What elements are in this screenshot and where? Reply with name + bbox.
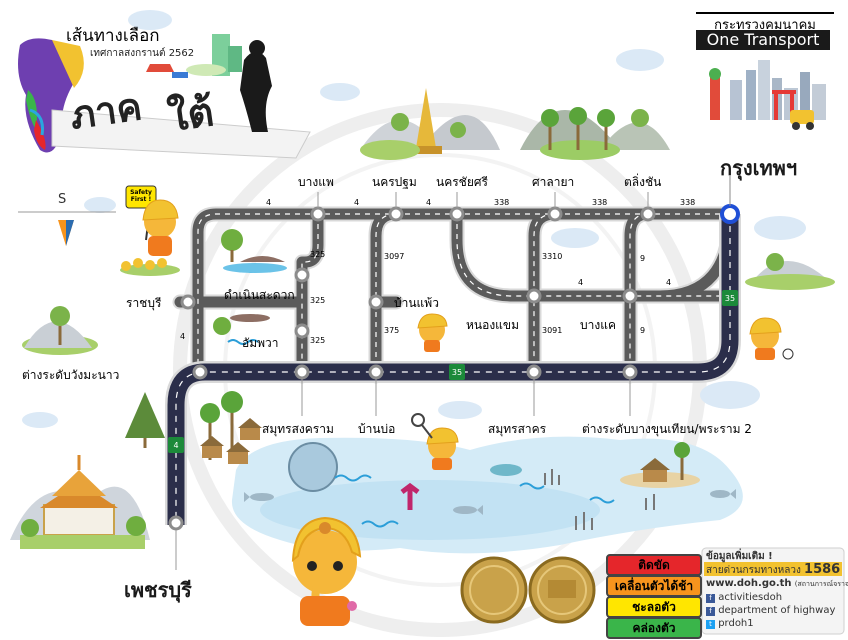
legend-smooth: คล่องตัว <box>606 617 702 639</box>
route-338-c: 338 <box>680 198 696 207</box>
title-small: เส้นทางเลือก <box>66 26 160 46</box>
place-samut-sakhon: สมุทรสาคร <box>488 422 547 436</box>
coins <box>460 556 596 624</box>
legend-moderate: ชะลอตัว <box>606 596 702 618</box>
fish <box>244 489 736 515</box>
route-325-c: 325 <box>310 336 326 345</box>
route-338-b: 338 <box>592 198 608 207</box>
seaweed <box>544 469 655 530</box>
legend-jam: ติดขัด <box>606 554 702 576</box>
scenery-left <box>22 258 180 448</box>
facebook-link-2[interactable]: department of highway <box>718 605 836 616</box>
title-art <box>18 34 311 159</box>
fish-big <box>490 464 522 476</box>
facebook-icon: f <box>706 607 715 616</box>
scenery-right <box>620 253 835 488</box>
scenery-samut-songkhram <box>200 391 262 464</box>
route-9-b: 9 <box>640 326 646 335</box>
hotline-number: 1586 <box>804 562 841 577</box>
title-big-2: ใต้ <box>165 89 217 141</box>
place-nong-khaem: หนองแขม <box>466 318 520 332</box>
mascot-main <box>291 516 362 626</box>
place-phetchaburi: เพชรบุรี <box>124 578 192 602</box>
temple-scene <box>10 455 150 549</box>
route-338-a: 338 <box>494 198 510 207</box>
website-link[interactable]: www.doh.go.th <box>706 578 792 589</box>
compass-label: S <box>58 192 67 207</box>
place-nakhon-chai-si: นครชัยศรี <box>436 175 488 189</box>
route-3310: 3310 <box>542 252 563 261</box>
route-35-a: 35 <box>451 368 463 377</box>
compass <box>18 211 116 246</box>
route-4-f: 4 <box>180 332 186 341</box>
route-4-a: 4 <box>266 198 272 207</box>
facebook-link-1[interactable]: activitiesdoh <box>718 592 783 603</box>
route-4-shield: 4 <box>173 441 179 450</box>
hotline-label: สายด่วนกรมทางหลวง <box>706 565 801 576</box>
mascot-water <box>411 413 459 470</box>
route-375: 375 <box>384 326 400 335</box>
scenery-top <box>360 88 670 160</box>
label-leaders <box>175 192 649 570</box>
safety-sign: Safety First ! <box>130 189 152 203</box>
place-ban-bo: บ้านบ่อ <box>358 422 396 436</box>
place-bangkok: กรุงเทพฯ <box>720 156 798 180</box>
place-samut-songkhram: สมุทรสงคราม <box>262 422 334 436</box>
route-3097: 3097 <box>384 252 405 261</box>
place-ban-phaeo: บ้านแพ้ว <box>394 296 439 310</box>
bangkok-skyline <box>709 60 826 130</box>
route-4-c: 4 <box>426 198 432 207</box>
route-35-b: 35 <box>724 294 736 303</box>
twitter-link[interactable]: prdoh1 <box>718 618 754 629</box>
route-3091: 3091 <box>542 326 563 335</box>
squid <box>400 482 420 510</box>
facebook-icon: f <box>706 594 715 603</box>
route-4-e: 4 <box>666 278 672 287</box>
brand-ministry: กระทรวงคมนาคม <box>696 12 834 35</box>
route-4-d: 4 <box>578 278 584 287</box>
mascot-ban-phaeo <box>417 313 448 352</box>
place-taling-chan: ตลิ่งชัน <box>624 175 662 189</box>
place-bang-khae: บางแค <box>580 318 616 332</box>
legend-slow: เคลื่อนตัวได้ช้า <box>606 575 702 597</box>
place-nakhon-pathom: นครปฐม <box>372 175 417 189</box>
place-bang-phae: บางแพ <box>298 175 334 189</box>
scenery-damnoen <box>213 229 287 335</box>
title-subtitle: เทศกาลสงกรานต์ 2562 <box>90 48 195 59</box>
route-325-a: 325 <box>310 250 326 259</box>
brand-name: One Transport <box>696 30 830 50</box>
mascot-safety <box>125 185 179 256</box>
place-amphawa: อัมพวา <box>242 336 279 350</box>
twitter-icon: t <box>706 620 715 629</box>
bangkok-marker <box>720 176 740 224</box>
mascot-right <box>749 317 794 360</box>
place-sala-ya: ศาลายา <box>532 175 575 189</box>
place-wang-manao: ต่างระดับวังมะนาว <box>22 368 120 382</box>
clouds <box>22 10 806 428</box>
info-box: ข้อมูลเพิ่มเติม ! สายด่วนกรมทางหลวง 1586… <box>702 548 848 634</box>
place-damnoen: ดำเนินสะดวก <box>224 288 295 302</box>
highway-shields <box>168 290 738 453</box>
website-note: (สถานการณ์จราจร) <box>794 580 848 588</box>
route-4-b: 4 <box>354 198 360 207</box>
route-9-a: 9 <box>640 254 646 263</box>
place-bang-khun-thian: ต่างระดับบางขุนเทียน/พระราม 2 <box>582 422 752 436</box>
place-ratchaburi: ราชบุรี <box>126 296 162 310</box>
fish-basket <box>288 442 338 492</box>
hotline-bar <box>704 562 842 576</box>
info-heading: ข้อมูลเพิ่มเติม ! <box>706 551 773 562</box>
title-big-1: ภาค <box>67 84 145 138</box>
route-325-b: 325 <box>310 296 326 305</box>
